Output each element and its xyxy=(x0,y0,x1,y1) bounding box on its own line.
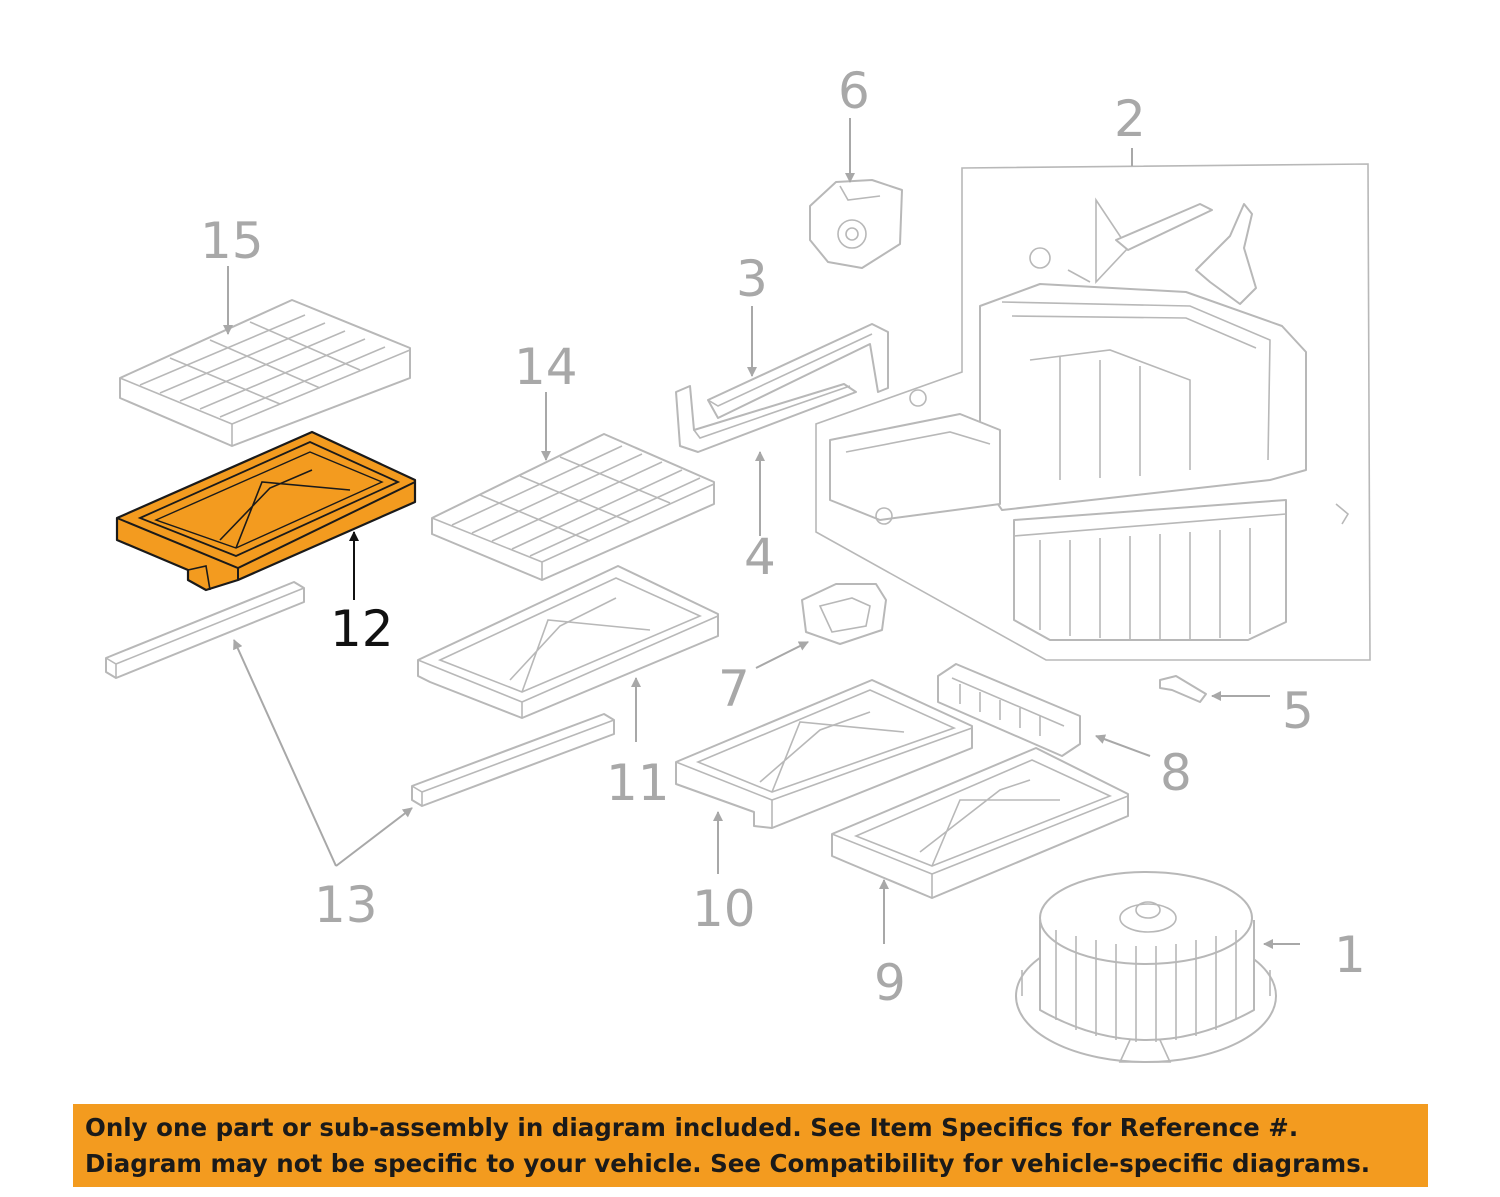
notice-banner: Only one part or sub-assembly in diagram… xyxy=(73,1104,1428,1187)
callout-10: 10 xyxy=(692,880,756,938)
part-1-blower-motor xyxy=(1015,871,1277,1063)
callout-4: 4 xyxy=(744,528,776,586)
part-9-frame xyxy=(831,747,1129,899)
part-3-duct xyxy=(707,323,889,419)
part-5-clip xyxy=(1159,675,1207,703)
notice-line-2: Diagram may not be specific to your vehi… xyxy=(85,1148,1371,1178)
callout-3: 3 xyxy=(736,250,768,308)
callout-13: 13 xyxy=(314,876,378,934)
callout-11: 11 xyxy=(606,754,670,812)
callout-1: 1 xyxy=(1334,926,1366,984)
part-13-seal-strips xyxy=(105,581,615,807)
callout-labels: 1 2 3 4 5 6 7 8 9 10 11 12 13 14 15 xyxy=(200,62,1366,1012)
part-4-duct xyxy=(675,383,857,453)
callout-8: 8 xyxy=(1160,744,1192,802)
part-12-filter-housing-highlighted xyxy=(115,430,417,592)
callout-9: 9 xyxy=(874,954,906,1012)
part-6-actuator xyxy=(809,179,903,269)
part-7-actuator xyxy=(801,583,887,645)
callout-14: 14 xyxy=(514,338,578,396)
part-2-housing-assembly xyxy=(815,163,1371,661)
callout-5: 5 xyxy=(1282,682,1314,740)
callout-15: 15 xyxy=(200,212,264,270)
callout-7: 7 xyxy=(718,660,750,718)
part-10-frame xyxy=(675,679,973,829)
part-15-filter xyxy=(119,299,411,447)
callout-12: 12 xyxy=(330,600,394,658)
callout-6: 6 xyxy=(838,62,870,120)
part-11-frame xyxy=(417,565,719,719)
leader-lines xyxy=(223,118,1300,949)
part-8-resistor xyxy=(937,663,1081,757)
notice-line-1: Only one part or sub-assembly in diagram… xyxy=(85,1112,1299,1142)
part-14-filter xyxy=(431,433,715,581)
callout-2: 2 xyxy=(1114,90,1146,148)
